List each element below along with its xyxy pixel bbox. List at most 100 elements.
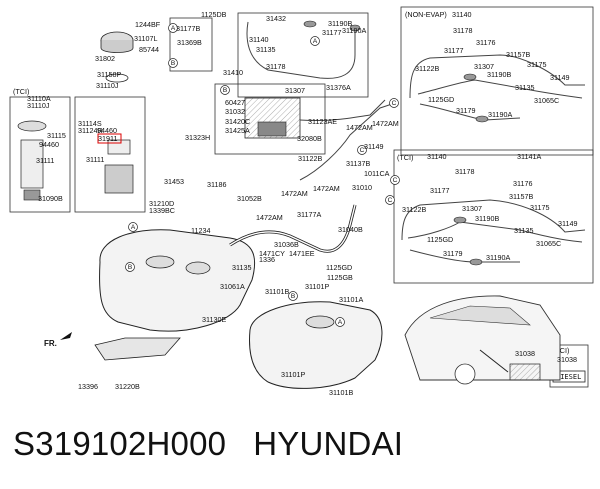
callout-b: B — [125, 262, 135, 272]
part-label-31178: 31178 — [455, 167, 474, 176]
part-label-31110j: 31110J — [27, 101, 50, 110]
part-label-31190b: 31190B — [475, 214, 499, 223]
part-label-85744: 85744 — [139, 45, 159, 54]
part-label-31453: 31453 — [164, 177, 184, 186]
valve-top — [303, 20, 317, 28]
callout-a: A — [168, 23, 178, 33]
part-label-31158p: 31158P — [97, 70, 121, 79]
part-label-31323h: 31323H — [185, 133, 210, 142]
tail-badge — [509, 363, 541, 381]
part-label-31135: 31135 — [515, 83, 534, 92]
callout-c: C — [389, 98, 399, 108]
part-label-1471ee: 1471EE — [289, 249, 315, 258]
hose-non-evap — [409, 54, 585, 99]
non-evap-title: (NON-EVAP) — [405, 10, 447, 19]
part-label-31186: 31186 — [207, 180, 226, 189]
tank-left-port-2 — [185, 261, 211, 275]
part-label-31190a: 31190A — [486, 253, 510, 262]
part-label-31065c: 31065C — [534, 96, 559, 105]
part-label-31101p: 31101P — [281, 370, 305, 379]
svg-text:A: A — [313, 38, 318, 45]
part-label-31177: 31177 — [444, 46, 463, 55]
part-label-1471cy: 1471CY — [259, 249, 285, 258]
part-label-31107l: 31107L — [134, 34, 157, 43]
top-hose-box — [237, 12, 369, 98]
part-label-1125gb: 1125GB — [327, 273, 353, 282]
car-rear-view — [404, 295, 561, 385]
highlighted-part-frame — [97, 133, 122, 144]
brand-name: HYUNDAI — [253, 425, 404, 462]
part-label-1125gd: 1125GD — [326, 263, 352, 272]
part-label-60427: 60427 — [225, 98, 245, 107]
part-label-31177b: 31177B — [176, 24, 200, 33]
canister-box — [214, 83, 326, 155]
callout-b: B — [220, 85, 230, 95]
part-label-31149: 31149 — [364, 142, 383, 151]
part-label-31175: 31175 — [530, 203, 549, 212]
part-label-31190b: 31190B — [487, 70, 511, 79]
hose-tci — [401, 199, 586, 241]
part-label-31065c: 31065C — [536, 239, 561, 248]
part-label-31101p: 31101P — [305, 282, 329, 291]
pump-detail-box — [74, 96, 146, 213]
fuel-tank-center — [249, 301, 383, 389]
part-label-31220b: 31220B — [115, 382, 140, 391]
part-label-31130e: 31130E — [202, 315, 226, 324]
part-label-31432: 31432 — [266, 14, 286, 23]
fuel-tank-parts-diagram: (NON-EVAP) (TCI) (TCI) (TCI) DIESEL — [9, 6, 594, 397]
part-label-31111: 31111 — [36, 156, 54, 165]
part-label-13396: 13396 — [78, 382, 98, 391]
valve-top-2 — [349, 24, 361, 32]
part-label-31010: 31010 — [352, 183, 372, 192]
part-label-1472am: 1472AM — [372, 119, 399, 128]
svg-text:A: A — [171, 25, 176, 32]
part-label-1125gd: 1125GD — [427, 235, 453, 244]
valve-non-evap-2 — [475, 115, 489, 123]
part-number: S319102H000 — [13, 425, 227, 462]
vent-line — [299, 102, 396, 181]
part-label-31135: 31135 — [256, 45, 275, 54]
part-label-31052b: 31052B — [237, 194, 262, 203]
tci-right-title: (TCI) — [397, 153, 413, 162]
part-label-31802: 31802 — [95, 54, 115, 63]
filler-pipe-inner — [229, 204, 356, 252]
fuel-pump-tci — [17, 120, 47, 201]
fuel-pump-sender — [104, 139, 134, 194]
part-label-31210d: 31210D — [149, 199, 174, 208]
part-label-31101b: 31101B — [329, 388, 353, 397]
tank-left-port-1 — [145, 255, 175, 269]
part-label-1472am: 1472AM — [281, 189, 308, 198]
part-label-31038: 31038 — [515, 349, 535, 358]
svg-text:C: C — [360, 147, 365, 154]
part-label-31140: 31140 — [249, 35, 268, 44]
svg-text:C: C — [388, 197, 393, 204]
part-label-31190a: 31190A — [488, 110, 512, 119]
part-label-31135: 31135 — [232, 263, 251, 272]
part-label-31101b: 31101B — [265, 287, 289, 296]
tci-right-box — [393, 149, 594, 284]
part-label-31175: 31175 — [527, 60, 546, 69]
svg-text:B: B — [291, 293, 295, 300]
part-label-94460: 94460 — [39, 140, 59, 149]
part-label-31179: 31179 — [443, 249, 462, 258]
tci-badge-title: (TCI) — [553, 346, 569, 355]
svg-text:FR.: FR. — [44, 339, 57, 348]
part-label-31176: 31176 — [513, 179, 532, 188]
canister-hose — [299, 99, 386, 122]
part-label-31190a: 31190A — [342, 26, 366, 35]
part-label-31036b: 31036B — [274, 240, 299, 249]
non-evap-box — [400, 6, 594, 156]
svg-text:A: A — [338, 319, 343, 326]
part-label-31376a: 31376A — [326, 83, 351, 92]
callout-c: C — [390, 175, 400, 185]
callout-a: A — [128, 222, 138, 232]
part-label-1125db: 1125DB — [201, 10, 227, 19]
caption: S319102H000 HYUNDAI — [13, 425, 593, 475]
fuel-tank-left — [99, 229, 256, 332]
part-label-31157b: 31157B — [506, 50, 530, 59]
valve-tci-1 — [453, 216, 467, 224]
callout-b: B — [288, 291, 298, 301]
valve-tci-2 — [469, 258, 483, 266]
fuel-cap-assembly — [100, 31, 134, 83]
svg-text:B: B — [128, 264, 132, 271]
